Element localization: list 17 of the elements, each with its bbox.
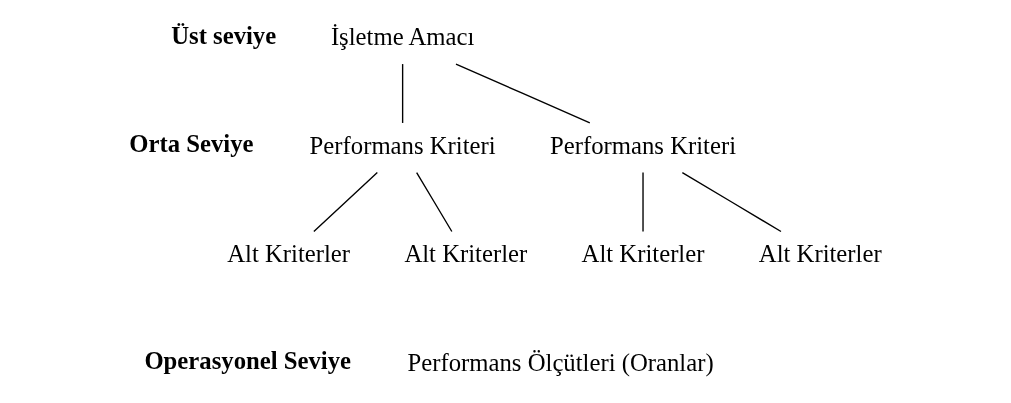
node-text: Alt Kriterler	[226, 239, 350, 267]
connector	[641, 171, 644, 232]
label: Üst seviye	[170, 21, 276, 49]
node-text: Performans Kriteri	[309, 131, 496, 159]
label: Operasyonel Seviye	[143, 346, 351, 374]
connector	[681, 171, 782, 232]
node-text: Alt Kriterler	[581, 239, 704, 267]
node-text: Performans Kriteri	[549, 131, 736, 159]
connector	[401, 62, 403, 124]
node-text: Alt Kriterler	[403, 239, 527, 267]
node-text: İşletme Amacı	[330, 22, 474, 50]
node-text: Alt Kriterler	[758, 239, 882, 267]
label: Performans Ölçütleri (Oranlar)	[407, 348, 714, 376]
connector	[312, 171, 378, 232]
connector	[415, 171, 453, 232]
connector	[454, 62, 590, 124]
label: Orta Seviye	[128, 129, 254, 157]
